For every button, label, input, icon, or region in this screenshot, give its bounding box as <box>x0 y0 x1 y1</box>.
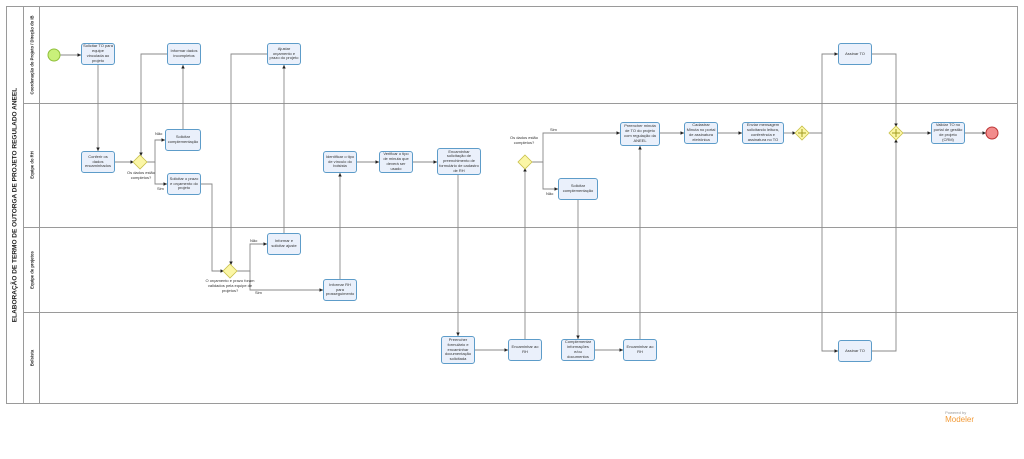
task-label: Cadastrar Minuta no portal de assinatura… <box>686 122 716 142</box>
task[interactable]: Informar dados incompletos <box>167 43 201 65</box>
task-label: Complementar informações e/ou documentos <box>564 339 592 359</box>
start-event <box>47 48 61 62</box>
task[interactable]: Encaminhar solicitação de preenchimento … <box>437 148 481 175</box>
task-label: Informar dados incompletos <box>170 48 198 58</box>
task-label: Identificar o tipo de vínculo do bolsist… <box>325 153 355 169</box>
task-label: Informar RH para prosseguimento <box>325 281 355 297</box>
lane-projetos <box>24 227 1018 312</box>
lane-bolsista <box>24 312 1018 404</box>
task-label: Solicitar complementação <box>562 183 594 193</box>
pool-title: ELABORAÇÃO DE TERMO DE OUTORGA DE PROJET… <box>6 6 24 404</box>
gateway-label: Os dados estão completos? <box>126 170 156 180</box>
gateway-g3 <box>517 154 533 170</box>
task[interactable]: Assinar TO <box>838 340 872 362</box>
task[interactable]: Assinar TO <box>838 43 872 65</box>
task[interactable]: Preencher minuta de TO do projeto com re… <box>620 122 660 146</box>
brand-powered: Powered by <box>945 410 967 415</box>
gateway-g2 <box>222 263 238 279</box>
lane-label: Coordenação do Projeto / Direção do IB <box>24 6 40 103</box>
task[interactable]: Informar e solicitar ajuste <box>267 233 301 255</box>
task-label: Solicitar complementação <box>167 134 199 144</box>
task-label: Encaminhar solicitação de preenchimento … <box>439 148 479 173</box>
task[interactable]: Solicitar TO para equipe vinculada ao pr… <box>81 43 115 65</box>
task[interactable]: Encaminhar ao RH <box>508 339 542 361</box>
task[interactable]: Preencher formulário e encaminhar docume… <box>441 336 475 364</box>
gateway-g1 <box>132 154 148 170</box>
lane-label: Equipe de projetos <box>24 227 40 312</box>
flow-label-no: Não <box>155 131 163 136</box>
pool <box>6 6 1018 404</box>
task[interactable]: Cadastrar Minuta no portal de assinatura… <box>684 122 718 144</box>
task-label: Preencher formulário e encaminhar docume… <box>444 337 472 362</box>
task-label: Verificar o tipo de minuta que deverá se… <box>383 151 409 171</box>
task-label: Assinar TO <box>845 347 865 353</box>
task[interactable]: Solicitar o prazo e orçamento do projeto <box>167 173 201 195</box>
task[interactable]: Enviar mensagem solicitando leitura, con… <box>742 122 784 144</box>
end-event <box>985 126 999 140</box>
flow-label-yes: Sim <box>157 186 164 191</box>
task[interactable]: Solicitar complementação <box>165 129 201 151</box>
task[interactable]: Encaminhar ao RH <box>623 339 657 361</box>
task-label: Encaminhar ao RH <box>626 344 654 354</box>
lane-rh <box>24 103 1018 227</box>
task-label: Preencher minuta de TO do projeto com re… <box>624 123 656 143</box>
flow-label-no: Não <box>546 191 554 196</box>
task-label: Solicitar TO para equipe vinculada ao pr… <box>83 43 113 63</box>
gateway-label: Os dados estão completos? <box>509 135 539 145</box>
flow-label-yes: Sim <box>550 127 557 132</box>
flow-label-yes: Sim <box>255 290 262 295</box>
task[interactable]: Identificar o tipo de vínculo do bolsist… <box>323 151 357 173</box>
task-label: Solicitar o prazo e orçamento do projeto <box>169 175 199 191</box>
task[interactable]: Complementar informações e/ou documentos <box>561 339 595 361</box>
task[interactable]: Validar TO no portal de gestão de projet… <box>931 122 965 144</box>
lane-label: Equipe do RH <box>24 103 40 227</box>
lane-label: Bolsista <box>24 312 40 404</box>
task[interactable]: Ajustar orçamento e prazo do projeto <box>267 43 301 65</box>
task[interactable]: Verificar o tipo de minuta que deverá se… <box>379 151 413 173</box>
task-label: Enviar mensagem solicitando leitura, con… <box>746 122 780 142</box>
task-label: Ajustar orçamento e prazo do projeto <box>269 45 299 61</box>
task-label: Informar e solicitar ajuste <box>271 238 297 248</box>
task[interactable]: Solicitar complementação <box>558 178 598 200</box>
task[interactable]: Informar RH para prosseguimento <box>323 279 357 301</box>
brand-name: Modeler <box>945 415 974 424</box>
task-label: Conferir os dados encaminhados <box>84 153 112 169</box>
task-label: Validar TO no portal de gestão de projet… <box>933 122 963 142</box>
task[interactable]: Conferir os dados encaminhados <box>81 151 115 173</box>
gateway-label: O orçamento e prazo foram validados pela… <box>205 278 255 293</box>
task-label: Assinar TO <box>845 50 865 56</box>
flow-label-no: Não <box>250 238 258 243</box>
task-label: Encaminhar ao RH <box>511 344 539 354</box>
